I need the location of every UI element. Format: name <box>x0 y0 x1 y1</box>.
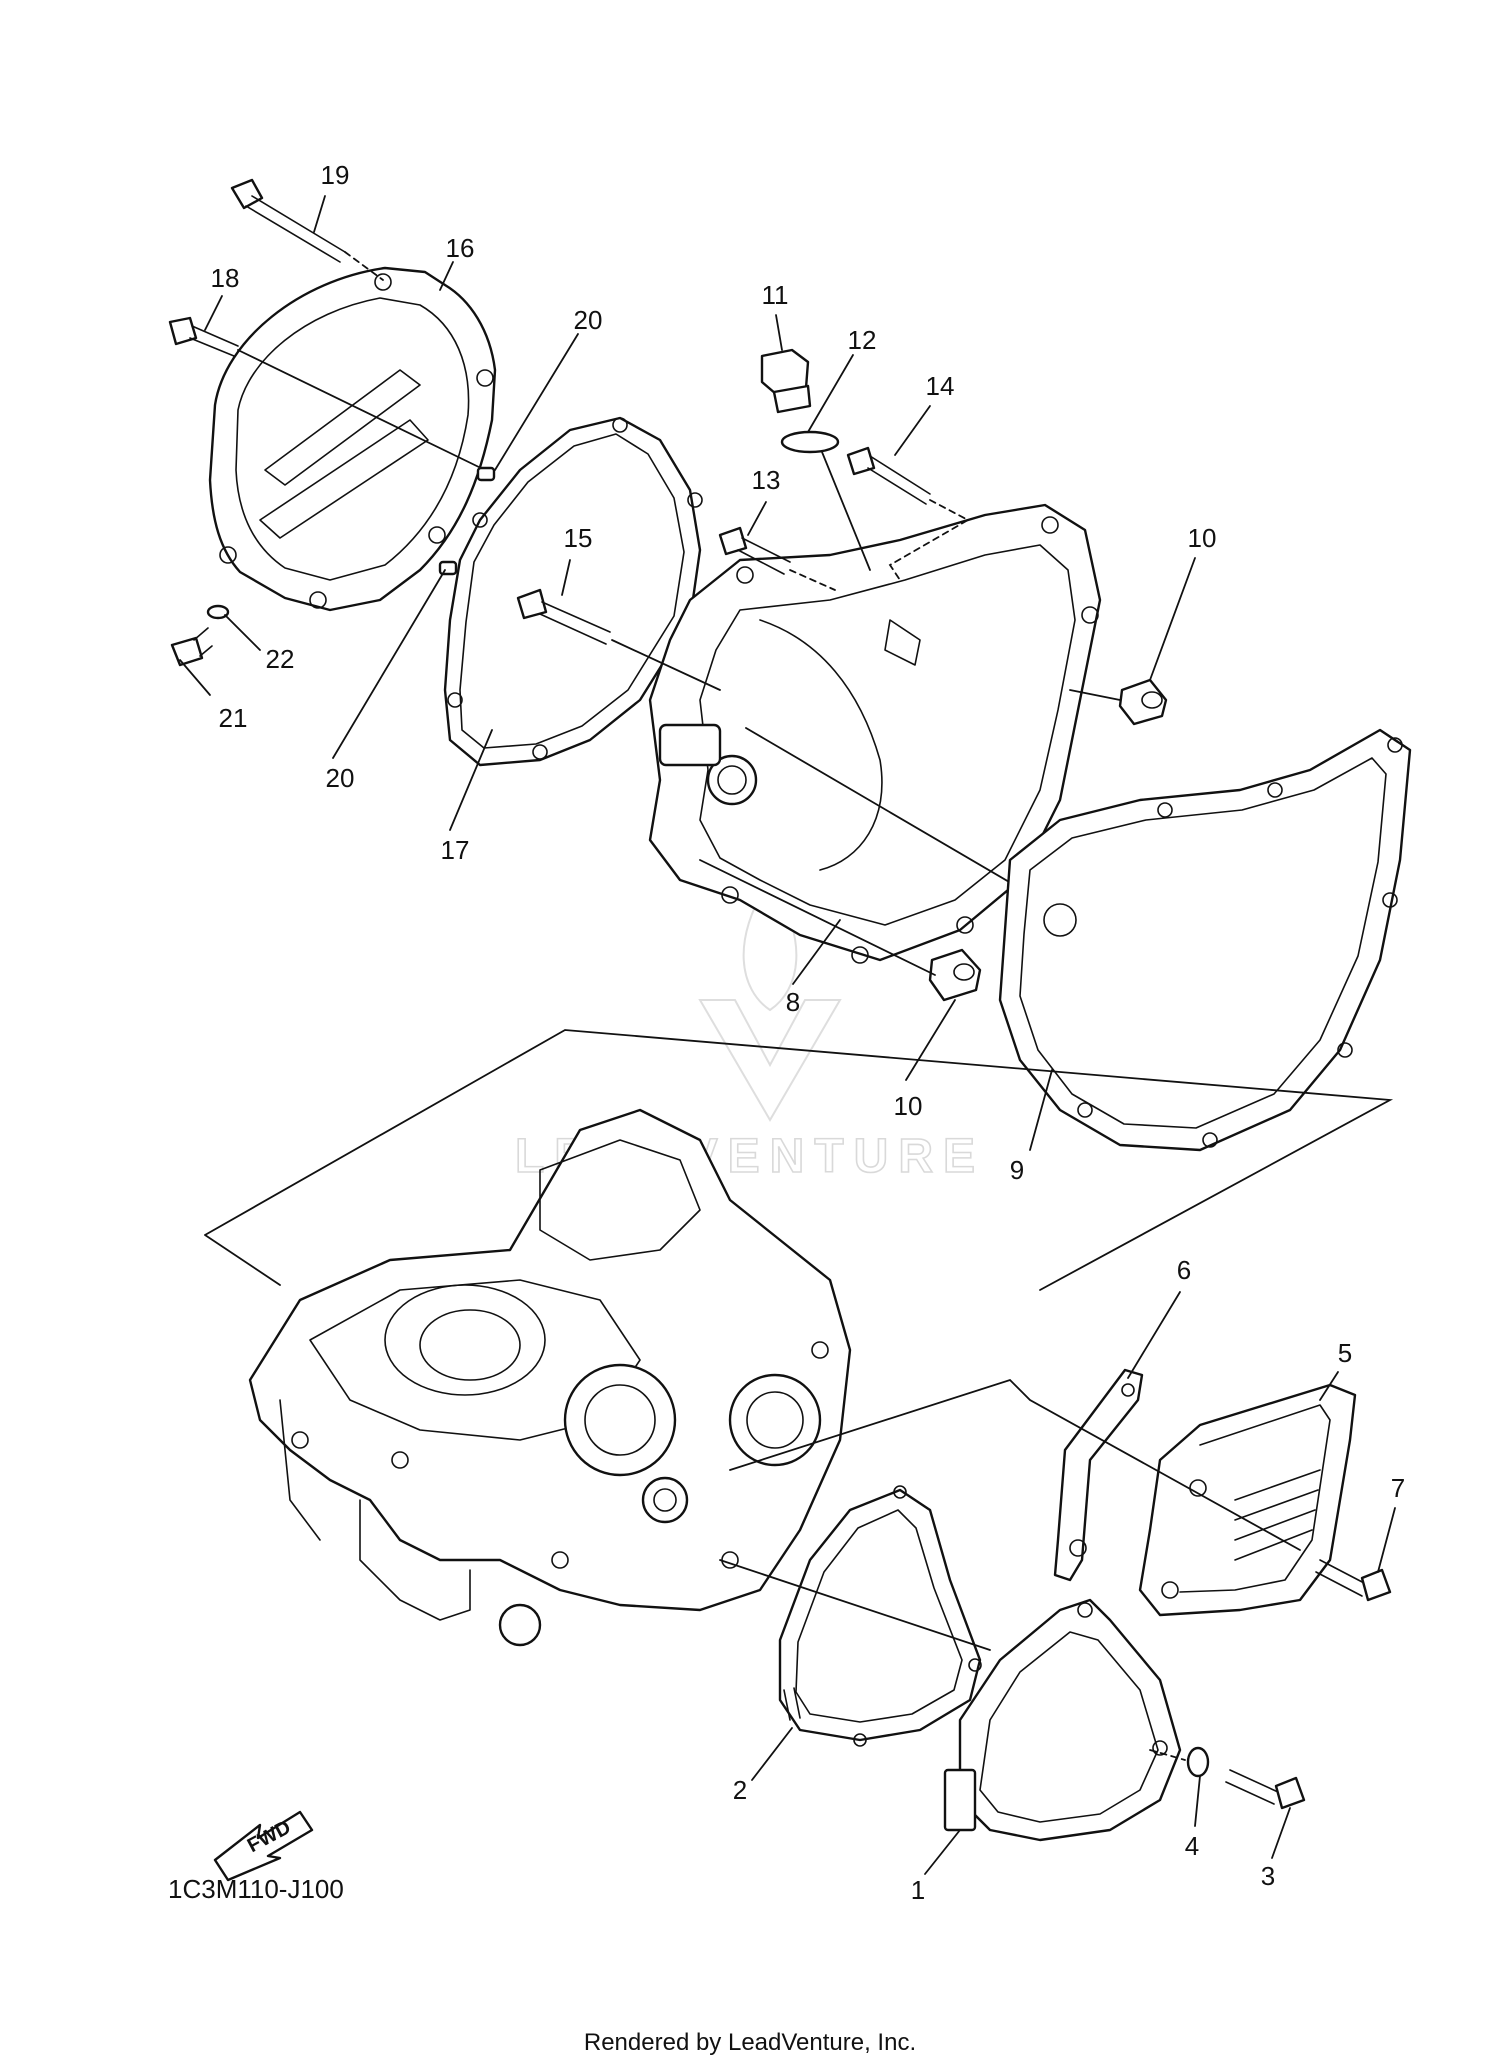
part-5-leader-line <box>729 1378 1301 1551</box>
part-20-dowel-lower <box>438 560 458 576</box>
callout-21: 21 <box>219 703 248 733</box>
part-7-bolt <box>1315 1559 1392 1602</box>
part-5-cover <box>1138 1383 1357 1617</box>
part-13-bolt <box>718 526 836 591</box>
part-1-cover <box>943 1598 1182 1842</box>
callout-11: 11 <box>762 280 789 310</box>
callout-10-lower: 10 <box>894 1091 923 1121</box>
callout-1: 1 <box>911 1875 925 1905</box>
part-6-stay <box>1053 1368 1144 1582</box>
callout-3: 3 <box>1261 1861 1275 1891</box>
callout-20-upper: 20 <box>574 305 603 335</box>
callout-22: 22 <box>266 644 295 674</box>
part-21-bolt <box>170 627 213 667</box>
callout-14: 14 <box>926 371 955 401</box>
part-9-gasket <box>998 728 1412 1152</box>
part-2-gasket <box>778 1485 982 1747</box>
callout-18: 18 <box>211 263 240 293</box>
callout-2: 2 <box>733 1775 747 1805</box>
callout-20-lower: 20 <box>326 763 355 793</box>
fwd-arrow-icon: FWD <box>213 1810 314 1882</box>
callout-leaders <box>179 195 1396 1875</box>
callout-6: 6 <box>1177 1255 1191 1285</box>
callout-15: 15 <box>564 523 593 553</box>
callout-16: 16 <box>446 233 475 263</box>
part-22-washer <box>206 604 230 620</box>
part-17-gasket <box>443 416 703 767</box>
assembly-leader-line <box>745 727 1041 901</box>
part-4-washer <box>1149 1746 1210 1778</box>
part-2-leader-line <box>719 1559 991 1651</box>
diagram-code: 1C3M110-J100 <box>168 1874 344 1904</box>
part-16-cover <box>208 266 497 612</box>
part-19-bolt <box>230 178 384 281</box>
callout-7: 7 <box>1391 1473 1405 1503</box>
part-3-bolt <box>1225 1769 1306 1810</box>
part-11-oil-plug <box>760 348 812 414</box>
assembly-plane-line <box>204 1029 1394 1291</box>
callout-9: 9 <box>1010 1155 1024 1185</box>
part-10-dowel-upper <box>1069 678 1168 726</box>
part-8-crankcase-cover <box>648 503 1102 964</box>
callout-8: 8 <box>786 987 800 1017</box>
footer-credit: Rendered by LeadVenture, Inc. <box>584 2029 916 2056</box>
callout-17: 17 <box>441 835 470 865</box>
callout-13: 13 <box>752 465 781 495</box>
callout-19: 19 <box>321 160 350 190</box>
callout-5: 5 <box>1338 1338 1352 1368</box>
part-10-dowel-lower <box>699 859 982 1002</box>
callout-4: 4 <box>1185 1831 1199 1861</box>
crankcase-assembly <box>248 1108 852 1647</box>
part-20-dowel-upper <box>476 466 496 482</box>
part-12-o-ring <box>780 430 871 571</box>
callout-10-upper: 10 <box>1188 523 1217 553</box>
callout-12: 12 <box>848 325 877 355</box>
part-18-bolt <box>168 316 486 471</box>
part-14-bolt <box>846 446 970 581</box>
part-15-bolt <box>516 588 721 691</box>
